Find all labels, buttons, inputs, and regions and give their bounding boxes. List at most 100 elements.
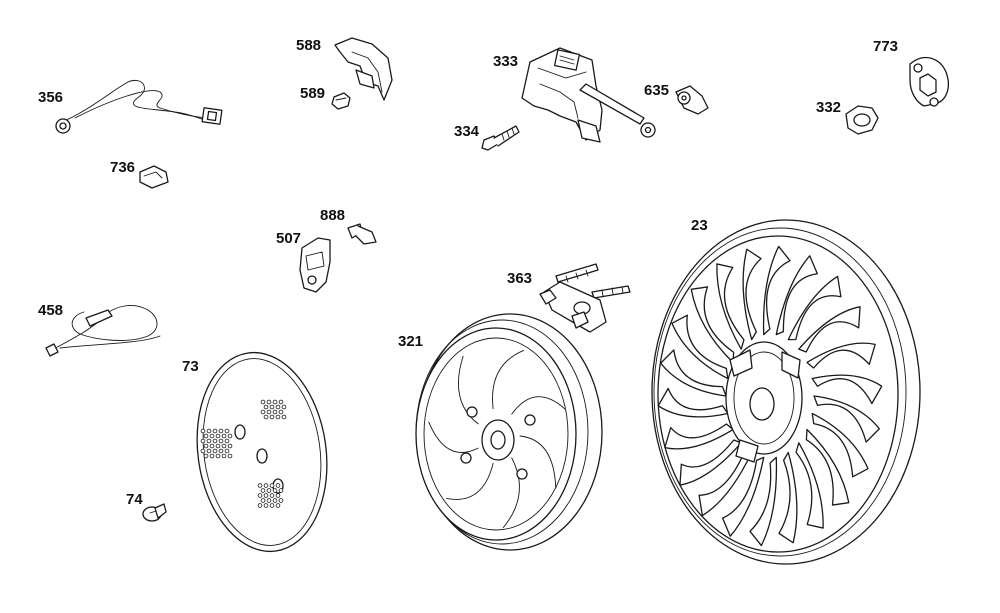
perforation-hole — [215, 433, 221, 439]
part-635-terminal[interactable]: 635 — [644, 82, 709, 115]
part-356-wire-harness[interactable]: 356 — [38, 80, 223, 134]
vane — [492, 349, 525, 410]
perforation-hole — [218, 448, 224, 454]
fin — [716, 263, 745, 350]
fin — [811, 412, 869, 478]
label-321: 321 — [398, 333, 423, 350]
part-332-nut[interactable]: 332 — [816, 99, 879, 135]
label-888: 888 — [320, 207, 345, 224]
perforation-hole — [227, 443, 233, 449]
perforation-hole — [275, 483, 281, 488]
label-589: 589 — [300, 85, 325, 102]
fin — [778, 451, 798, 544]
perforation-hole — [272, 488, 278, 493]
perforation-hole — [266, 488, 272, 493]
perforation-hole — [203, 453, 209, 459]
part-333-ignition-module[interactable]: 333 — [493, 47, 656, 143]
perforation-hole — [257, 493, 263, 498]
vane — [457, 355, 479, 425]
perforation-hole — [224, 438, 230, 444]
perforation-hole — [272, 409, 278, 415]
fin — [671, 314, 729, 380]
label-74: 74 — [126, 491, 143, 508]
vane — [428, 421, 479, 453]
perforation-hole — [212, 448, 218, 454]
perforation-hole — [263, 483, 269, 488]
part-736-clip[interactable]: 736 — [110, 159, 169, 189]
vane — [446, 462, 494, 500]
perforation-hole — [221, 433, 227, 439]
perforation-hole — [203, 433, 209, 439]
perforation-hole — [269, 493, 275, 498]
fin — [787, 275, 842, 341]
part-321-fan-pulley[interactable]: 321 — [398, 313, 603, 551]
perforation-hole — [260, 498, 266, 503]
label-773: 773 — [873, 38, 898, 55]
part-23-flywheel[interactable]: 23 — [651, 217, 921, 565]
part-507-bracket[interactable]: 507 — [276, 230, 331, 293]
perforation-hole — [266, 409, 272, 415]
perforation-hole — [206, 448, 212, 454]
perforation-hole — [281, 404, 287, 410]
part-363-starter-cup[interactable]: 363 — [507, 263, 631, 333]
perforation-hole — [266, 399, 272, 405]
perforation-hole — [215, 453, 221, 459]
fan-vanes — [428, 349, 566, 529]
perforation-hole — [269, 404, 275, 410]
part-458-wire-sensor[interactable]: 458 — [38, 302, 161, 357]
fin — [762, 245, 791, 336]
fin — [798, 306, 861, 353]
part-73-cover-plate[interactable]: 73 — [182, 344, 339, 560]
fin — [664, 423, 734, 450]
perforation-hole — [260, 488, 266, 493]
part-334-screw[interactable]: 334 — [454, 123, 520, 151]
perforation-hole — [266, 498, 272, 503]
perforation-hole — [257, 503, 263, 508]
flywheel-fins — [657, 245, 883, 547]
perforation-hole — [272, 498, 278, 503]
fin — [813, 395, 880, 443]
perforation-hole — [269, 503, 275, 508]
label-333: 333 — [493, 53, 518, 70]
label-736: 736 — [110, 159, 135, 176]
part-588-bracket[interactable]: 588 — [296, 37, 393, 101]
part-74-screw[interactable]: 74 — [126, 491, 167, 522]
perforation-hole — [275, 493, 281, 498]
perforation-hole — [278, 488, 284, 493]
vane — [511, 396, 566, 415]
fin — [811, 374, 883, 405]
perforation-hole — [200, 428, 206, 434]
perforation-hole — [260, 409, 266, 415]
perforation-hole — [218, 428, 224, 434]
perforation-hole — [224, 428, 230, 434]
perforation-hole — [278, 399, 284, 405]
perforation-hole — [281, 414, 287, 420]
part-773-plate[interactable]: 773 — [873, 38, 949, 107]
perforation-hole — [206, 438, 212, 444]
label-588: 588 — [296, 37, 321, 54]
perforation-hole — [275, 404, 281, 410]
plate-perforations — [200, 399, 287, 508]
fin — [660, 349, 727, 397]
fin — [806, 342, 876, 369]
vane — [519, 435, 557, 489]
perforation-hole — [221, 453, 227, 459]
perforation-hole — [269, 483, 275, 488]
perforation-hole — [269, 414, 275, 420]
label-635: 635 — [644, 82, 669, 99]
part-589-screw[interactable]: 589 — [300, 85, 351, 110]
perforation-hole — [209, 443, 215, 449]
label-332: 332 — [816, 99, 841, 116]
perforation-hole — [272, 399, 278, 405]
perforation-hole — [206, 428, 212, 434]
perforation-hole — [212, 438, 218, 444]
perforation-hole — [218, 438, 224, 444]
perforation-hole — [278, 498, 284, 503]
fin — [679, 439, 742, 486]
fin — [742, 248, 762, 341]
perforation-hole — [278, 409, 284, 415]
perforation-hole — [209, 433, 215, 439]
part-888-screw[interactable]: 888 — [320, 207, 377, 245]
fin — [657, 387, 729, 418]
